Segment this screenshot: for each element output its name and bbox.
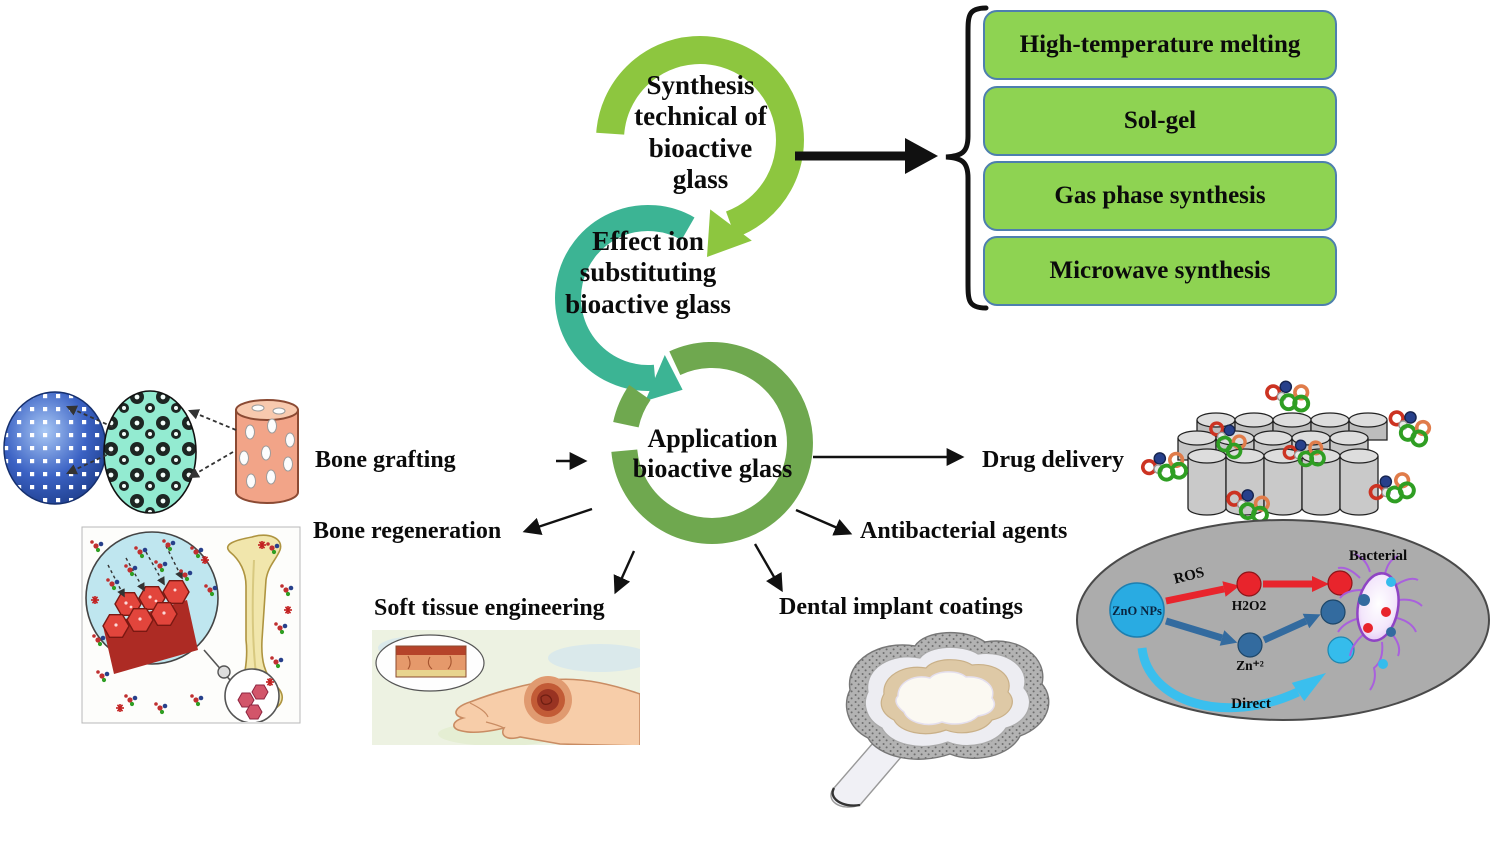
mesoporous-cylinders <box>1177 412 1388 516</box>
zno-label: ZnO NPs <box>1112 604 1162 618</box>
method-box-sol-gel: Sol-gel <box>983 86 1337 156</box>
bone-regeneration-illustration <box>81 526 301 724</box>
application-ring-label: Application bioactive glass <box>632 424 793 484</box>
method-box-microwave: Microwave synthesis <box>983 236 1337 306</box>
zn-label: Zn⁺² <box>1236 658 1264 673</box>
arrow-antibacterial <box>795 508 853 536</box>
porous-cylinder <box>235 399 299 504</box>
method-box-label: Microwave synthesis <box>1049 257 1271 284</box>
ion-ring <box>555 205 695 401</box>
h2o2-particle <box>1236 571 1262 597</box>
antibacterial-label: Antibacterial agents <box>860 518 1068 544</box>
method-box-gas-phase: Gas phase synthesis <box>983 161 1337 231</box>
direct-label: Direct <box>1231 696 1271 712</box>
ion-ring-arrowhead <box>645 355 683 401</box>
drug-delivery-label: Drug delivery <box>982 447 1124 473</box>
ion-ring-label: Effect ion substituting bioactive glass <box>565 226 731 319</box>
antibacterial-mechanism: ZnO NPs ROS H2O2 Zn⁺² Direct <box>1076 519 1490 721</box>
method-box-high-temperature: High-temperature melting <box>983 10 1337 80</box>
bone-regeneration-label: Bone regeneration <box>313 518 502 544</box>
synthesis-ring-arrowhead <box>707 209 752 257</box>
dental-implant-label: Dental implant coatings <box>779 594 1024 620</box>
sphere-dashed-arrows <box>66 405 237 479</box>
synthesis-ring <box>596 36 804 257</box>
arrow-soft-tissue <box>613 550 636 595</box>
bacterial-label: Bacterial <box>1349 548 1407 564</box>
drug-delivery-illustration <box>1138 379 1436 525</box>
soft-tissue-illustration <box>372 630 640 745</box>
application-arrows <box>522 448 965 595</box>
bone-grafting-label: Bone grafting <box>315 447 456 473</box>
synthesis-to-methods-arrow <box>795 138 938 174</box>
method-box-label: Gas phase synthesis <box>1054 182 1266 209</box>
h2o2-label: H2O2 <box>1232 598 1267 613</box>
arrow-bone-regeneration <box>522 507 593 535</box>
synthesis-ring-label: Synthesis technical of bioactive glass <box>634 70 767 194</box>
arrow-dental <box>753 543 783 593</box>
ros-label: ROS <box>1172 565 1206 588</box>
method-box-label: Sol-gel <box>1123 107 1197 134</box>
nanoparticle-illustration <box>3 390 299 514</box>
application-ring <box>611 341 813 544</box>
zno-nanoparticle <box>1109 582 1165 638</box>
soft-tissue-label: Soft tissue engineering <box>374 595 605 621</box>
zn-ion-particle <box>1237 632 1263 658</box>
dental-implant-illustration <box>830 632 1050 808</box>
methods-brace <box>945 5 989 311</box>
bacterium <box>1337 553 1423 691</box>
method-box-label: High-temperature melting <box>1019 31 1301 58</box>
